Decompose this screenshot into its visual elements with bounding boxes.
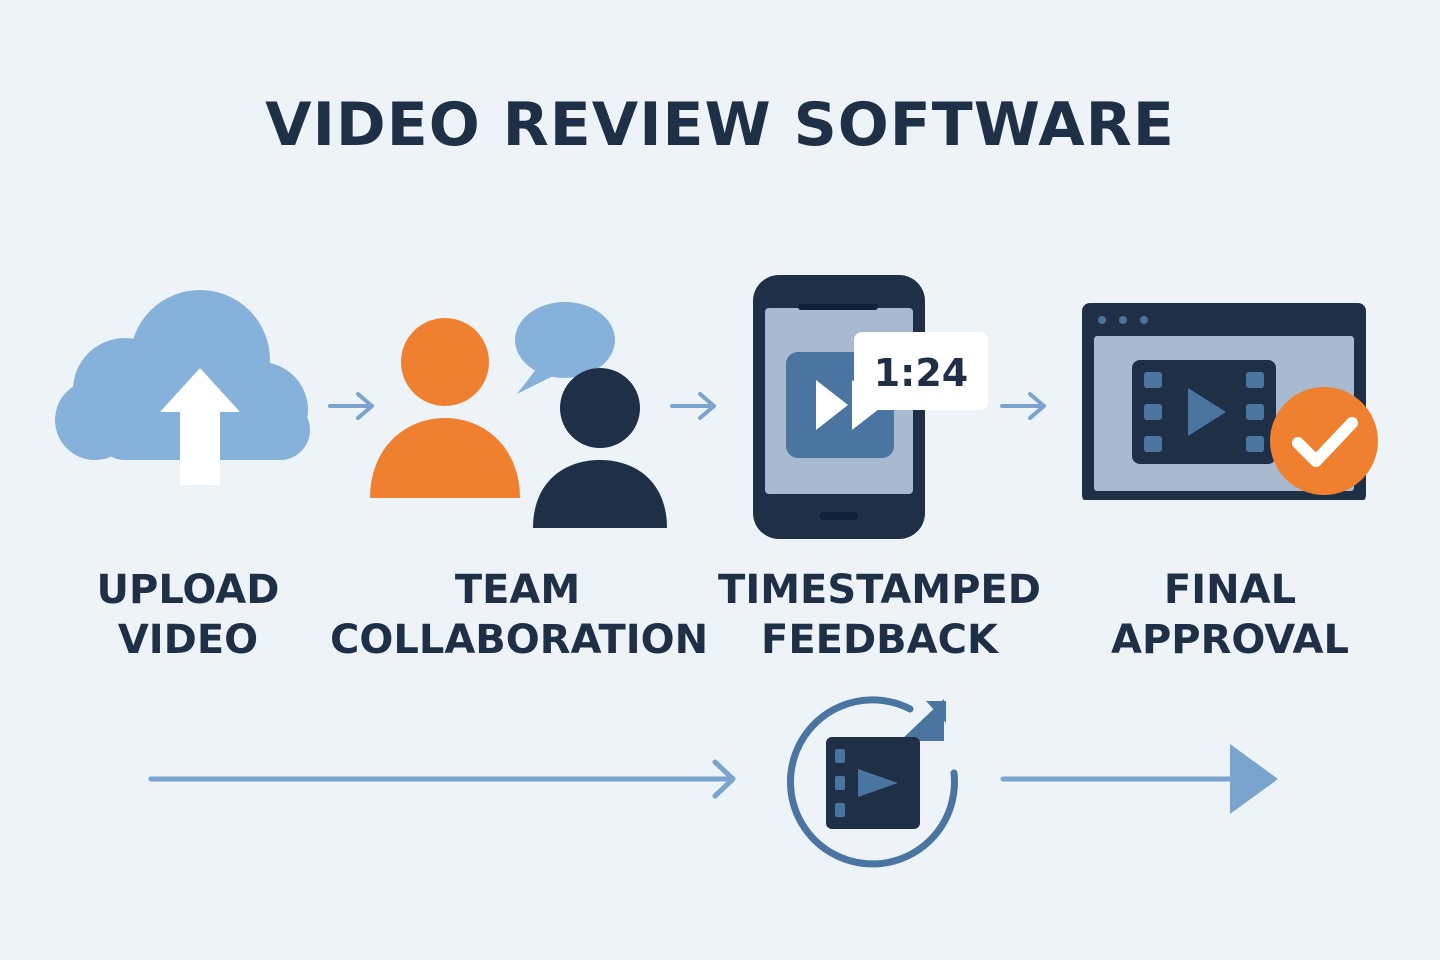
step-label-approval: FINAL APPROVAL bbox=[1110, 567, 1349, 663]
page-title: VIDEO REVIEW SOFTWARE bbox=[265, 90, 1175, 160]
step-label-upload: UPLOAD VIDEO bbox=[96, 567, 280, 663]
step-arrow-2 bbox=[670, 392, 716, 420]
timestamp-text: 1:24 bbox=[874, 351, 969, 395]
step-label-feedback: TIMESTAMPED FEEDBACK bbox=[718, 567, 1041, 663]
timestamp-bubble: 1:24 bbox=[854, 332, 988, 410]
step-arrow-1 bbox=[328, 392, 374, 420]
checkmark-badge-icon bbox=[1270, 387, 1378, 495]
timeline-arrow-left bbox=[148, 759, 736, 799]
step-label-collaboration: TEAM COLLABORATION bbox=[330, 567, 709, 663]
video-iteration-cycle-icon bbox=[787, 696, 958, 868]
cloud-upload-icon bbox=[55, 290, 310, 485]
timeline-arrow-right bbox=[1000, 744, 1278, 814]
team-chat-icon bbox=[370, 302, 667, 528]
step-arrow-3 bbox=[1000, 392, 1046, 420]
